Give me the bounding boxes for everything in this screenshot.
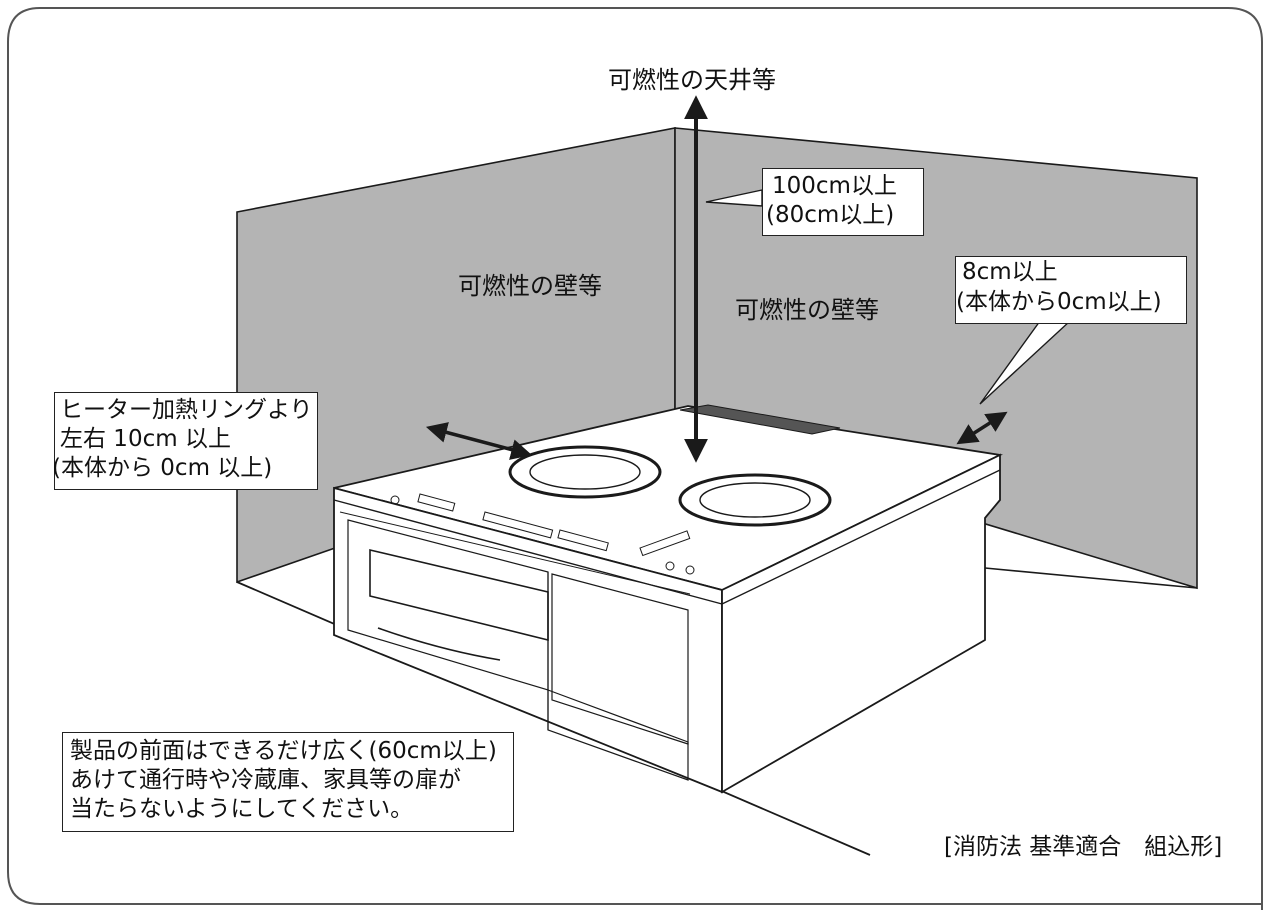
right-clearance-line1: 8cm以上 (962, 259, 1058, 285)
heater-ring-left (508, 445, 662, 499)
standard-label: [消防法 基準適合 組込形] (944, 834, 1223, 860)
right-clearance-callout (955, 256, 1187, 324)
front-note-line3: 当たらないようにしてください。 (70, 796, 414, 822)
ceiling-distance-line1: 100cm以上 (772, 173, 897, 199)
ceiling-distance-callout (762, 168, 924, 236)
ceiling-label: 可燃性の天井等 (608, 66, 776, 94)
ceiling-distance-line2: (80cm以上) (766, 202, 895, 228)
left-wall-label: 可燃性の壁等 (458, 272, 602, 300)
floor-line-right (984, 567, 1198, 589)
side-clearance-arrow (425, 422, 533, 460)
side-clearance-callout (54, 392, 318, 490)
front-note-line2: あけて通行時や冷蔵庫、家具等の扉が (70, 767, 461, 793)
right-clearance-line2: (本体から0cm以上) (956, 289, 1162, 315)
side-clearance-line1: ヒーター加熱リングより (60, 397, 313, 423)
right-wall-label: 可燃性の壁等 (735, 296, 879, 324)
cooktop-side (721, 453, 1001, 794)
heater-ring-right (678, 473, 832, 527)
outer-frame (7, 7, 1263, 910)
right-clearance-arrow (956, 411, 1008, 445)
side-clearance-line3: (本体から 0cm 以上) (52, 455, 273, 481)
front-note-line1: 製品の前面はできるだけ広く(60cm以上) (70, 738, 497, 764)
side-clearance-line2: 左右 10cm 以上 (60, 426, 231, 452)
front-note-box (62, 732, 514, 832)
